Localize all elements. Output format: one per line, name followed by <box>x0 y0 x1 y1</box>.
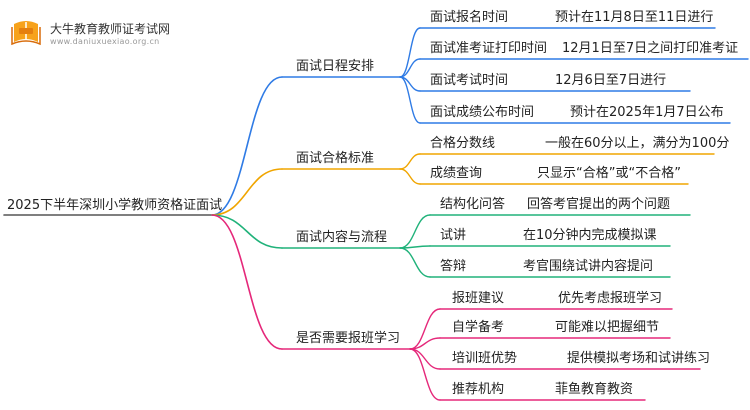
leaf-connector <box>399 168 421 185</box>
leaf-connector <box>399 247 431 278</box>
leaf-value: 回答考官提出的两个问题 <box>527 197 671 212</box>
leaf-value: 可能难以把握细节 <box>555 320 660 335</box>
leaf-value: 考官围绕试讲内容提问 <box>523 259 654 274</box>
leaf-value: 菲鱼教育教资 <box>555 382 634 397</box>
leaf-label: 合格分数线 <box>430 136 496 151</box>
leaf-label: 培训班优势 <box>452 351 518 366</box>
leaf-connector <box>399 27 421 78</box>
branch-pass-standard: 面试合格标准 <box>296 151 375 166</box>
leaf-value: 预计在2025年1月7日公布 <box>570 105 724 120</box>
branch-training-needed: 是否需要报班学习 <box>296 331 401 346</box>
leaf-label: 报班建议 <box>452 291 505 306</box>
brand-url: www.daniuxuexiao.org.cn <box>50 37 160 46</box>
leaf-label: 答辩 <box>440 259 467 274</box>
leaf-connector <box>399 214 431 249</box>
leaf-connector <box>409 308 441 350</box>
leaf-label: 推荐机构 <box>452 382 505 397</box>
leaf-value: 预计在11月8日至11日进行 <box>555 10 714 25</box>
leaf-value: 在10分钟内完成模拟课 <box>523 228 657 243</box>
root-node: 2025下半年深圳小学教师资格证面试 <box>7 198 223 213</box>
leaf-label: 结构化问答 <box>440 197 506 212</box>
leaf-label: 面试准考证打印时间 <box>430 41 548 56</box>
leaf-value: 12月1日至7日之间打印准考证 <box>562 41 739 56</box>
leaf-label: 面试考试时间 <box>430 73 509 88</box>
branch-connector <box>211 214 283 249</box>
brand-name: 大牛教育教师证考试网 <box>50 22 171 36</box>
branch-connector <box>211 76 283 216</box>
leaf-connector <box>399 76 421 124</box>
branch-schedule: 面试日程安排 <box>296 59 375 74</box>
leaf-value: 一般在60分以上，满分为100分 <box>545 136 730 151</box>
branch-content-process: 面试内容与流程 <box>296 230 388 245</box>
leaf-connector <box>409 348 441 401</box>
leaf-connector <box>399 153 421 170</box>
leaf-value: 只显示“合格”或“不合格” <box>537 166 681 181</box>
leaf-connector <box>409 348 441 370</box>
leaf-label: 面试成绩公布时间 <box>430 105 535 120</box>
leaf-value: 提供模拟考场和试讲练习 <box>567 351 711 366</box>
leaf-label: 成绩查询 <box>430 166 483 181</box>
branch-connector <box>211 214 283 350</box>
leaf-value: 优先考虑报班学习 <box>558 291 663 306</box>
branch-connector <box>211 168 283 216</box>
leaf-connector <box>399 58 421 78</box>
leaf-label: 试讲 <box>440 228 467 243</box>
brand-logo-icon <box>8 18 44 48</box>
leaf-label: 面试报名时间 <box>430 10 509 25</box>
leaf-label: 自学备考 <box>452 320 505 335</box>
leaf-value: 12月6日至7日进行 <box>555 73 667 88</box>
